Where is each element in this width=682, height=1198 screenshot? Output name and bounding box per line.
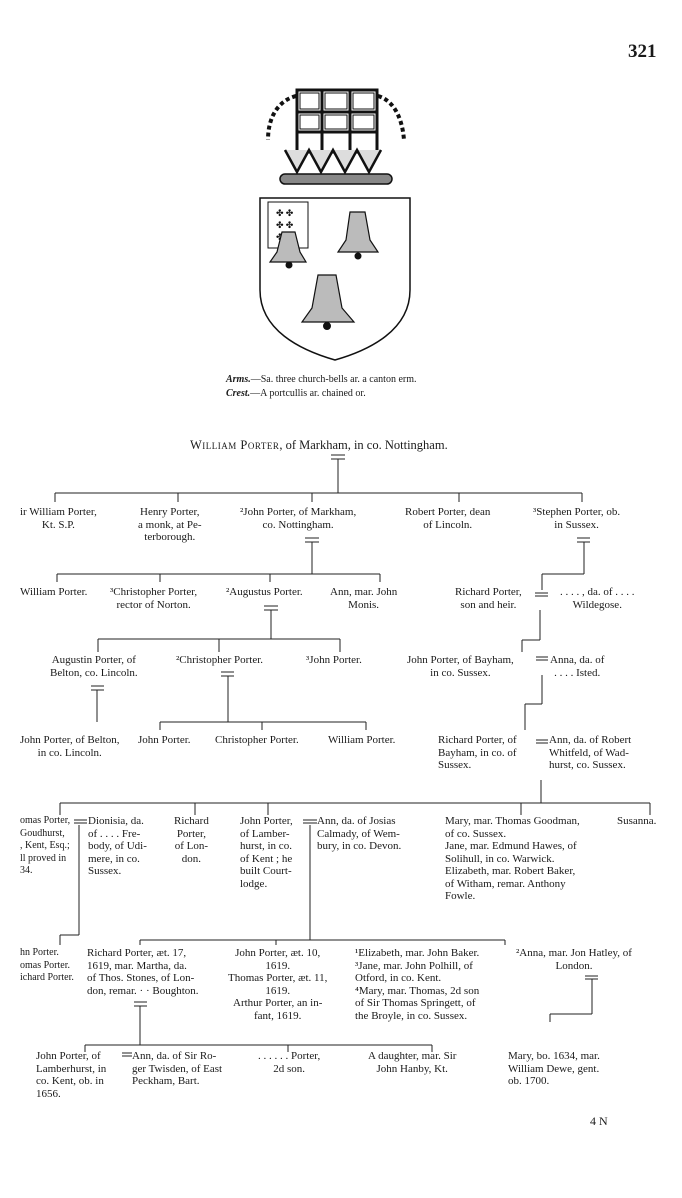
page-footer: 4 N	[590, 1114, 608, 1128]
gen5-sisters: Mary, mar. Thomas Goodman, of co. Sussex…	[445, 815, 580, 902]
arms-text: —Sa. three church-bells ar. a canton erm…	[250, 374, 417, 385]
svg-text:✤ ✤: ✤ ✤	[276, 220, 294, 230]
gen1-robert: Robert Porter, dean of Lincoln.	[405, 506, 491, 531]
gen1-stephen: ³Stephen Porter, ob. in Sussex.	[533, 506, 621, 531]
shield-icon: ✤ ✤ ✤ ✤ ✤ ✤	[259, 197, 411, 361]
gen2-richard: Richard Porter, son and heir.	[455, 586, 522, 611]
gen3-john: ³John Porter.	[306, 654, 362, 666]
root-ancestor: William Porter, of Markham, in co. Notti…	[190, 438, 448, 452]
gen7-daughter: A daughter, mar. Sir John Hanby, Kt.	[368, 1050, 457, 1075]
gen5-richard: Richard Porter, of Lon- don.	[174, 815, 209, 865]
gen5-ann-calmady: Ann, da. of Josias Calmady, of Wem- bury…	[317, 815, 402, 852]
gen2-augustus: ²Augustus Porter.	[226, 586, 303, 598]
gen2-christopher: ³Christopher Porter, rector of Norton.	[110, 586, 198, 611]
gen5-susanna: Susanna.	[617, 815, 657, 827]
gen6-daughters: ¹Elizabeth, mar. John Baker. ³Jane, mar.…	[355, 947, 480, 1022]
gen4-william: William Porter.	[328, 734, 396, 746]
crest-portcullis-icon	[266, 88, 406, 185]
gen6-anna-hatley: ²Anna, mar. Jon Hatley, of London.	[516, 947, 632, 972]
gen7-ann-twisden: Ann, da. of Sir Ro- ger Twisden, of East…	[132, 1050, 223, 1087]
gen2-william: William Porter.	[20, 586, 88, 598]
gen6-richard: Richard Porter, æt. 17, 1619, mar. Marth…	[87, 947, 199, 997]
gen1-henry: Henry Porter, a monk, at Pe- terborough.	[138, 506, 202, 543]
crest-blazon: Crest.—A portcullis ar. chained or.	[226, 387, 366, 400]
gen4-john: John Porter.	[138, 734, 191, 746]
gen7-mary: Mary, bo. 1634, mar. William Dewe, gent.…	[508, 1050, 600, 1087]
crest-label: Crest.	[226, 388, 251, 399]
gen2-richard-wife: . . . . , da. of . . . . Wildegose.	[560, 586, 635, 611]
gen3-christopher: ²Christopher Porter.	[176, 654, 264, 666]
gen7-porter-2d: . . . . . . Porter, 2d son.	[258, 1050, 321, 1075]
gen1-william: ir William Porter, Kt. S.P.	[20, 506, 97, 531]
root-name: William Porter	[190, 438, 280, 452]
gen6-thomas-kids: hn Porter. omas Porter. ichard Porter.	[20, 947, 74, 983]
gen4-richard-bayham: Richard Porter, of Bayham, in co. of Sus…	[438, 734, 517, 771]
gen5-thomas: omas Porter, Goudhurst, , Kent, Esq.; ll…	[20, 815, 71, 876]
gen3-anna: Anna, da. of . . . . Isted.	[550, 654, 605, 679]
svg-text:✤ ✤: ✤ ✤	[276, 208, 294, 218]
gen5-dionisia: Dionisia, da. of . . . . Fre- body, of U…	[88, 815, 147, 877]
gen5-john-lamberhurst: John Porter, of Lamber- hurst, in co. of…	[240, 815, 293, 890]
crest-text: —A portcullis ar. chained or.	[250, 388, 366, 399]
root-rest: , of Markham, in co. Nottingham.	[279, 438, 448, 452]
gen6-sons: John Porter, æt. 10, 1619. Thomas Porter…	[228, 947, 328, 1022]
gen1-john: ²John Porter, of Markham, co. Nottingham…	[240, 506, 357, 531]
arms-label: Arms.	[226, 374, 251, 385]
gen4-christopher: Christopher Porter.	[215, 734, 299, 746]
gen2-ann: Ann, mar. John Monis.	[330, 586, 398, 611]
page-number: 321	[628, 41, 657, 62]
arms-blazon: Arms.—Sa. three church-bells ar. a canto…	[226, 373, 417, 386]
gen7-john-lamberhurst: John Porter, of Lamberhurst, in co. Kent…	[36, 1050, 107, 1100]
gen3-john-bayham: John Porter, of Bayham, in co. Sussex.	[407, 654, 514, 679]
gen3-augustin: Augustin Porter, of Belton, co. Lincoln.	[50, 654, 138, 679]
gen4-john-belton: John Porter, of Belton, in co. Lincoln.	[20, 734, 120, 759]
gen4-ann-whitfeld: Ann, da. of Robert Whitfeld, of Wad- hur…	[549, 734, 632, 771]
